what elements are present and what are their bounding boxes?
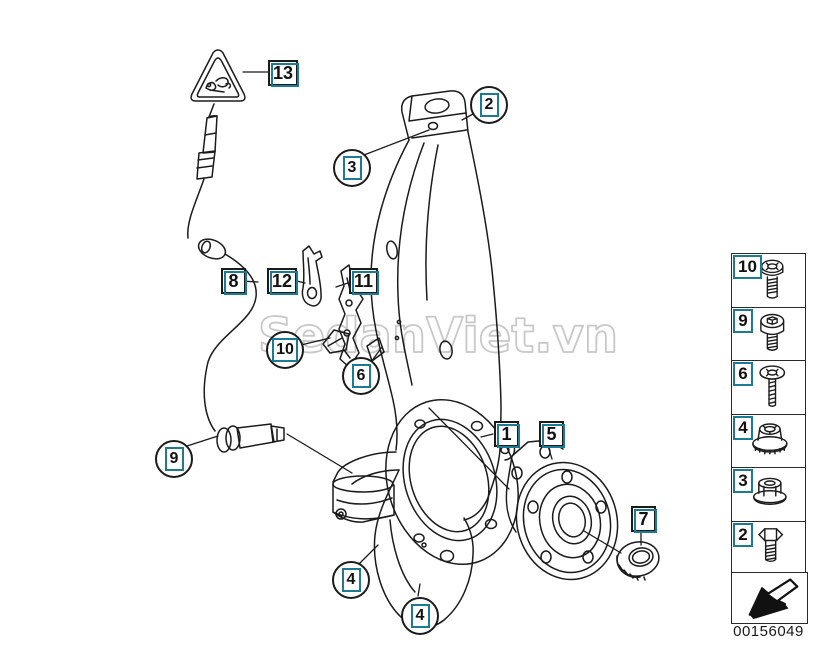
callout-4-lower[interactable]: 4 [401,597,439,635]
callout-6[interactable]: 6 [342,357,380,395]
callout-8[interactable]: 8 [221,268,247,295]
part-number: 00156049 [733,623,804,640]
legend-item-2[interactable]: 2 [731,520,806,576]
legend-item-6[interactable]: 6 [731,360,806,415]
callout-12[interactable]: 12 [267,268,299,295]
callout-5[interactable]: 5 [539,421,565,448]
clip-art [322,329,385,362]
callout-2[interactable]: 2 [470,86,508,124]
callout-13[interactable]: 13 [268,60,300,87]
callout-4-upper[interactable]: 4 [332,561,370,599]
torx-head-bolt-icon [760,259,784,299]
watermark-text: SedanViet.vn [258,308,618,364]
legend-item-3[interactable]: 3 [731,467,806,522]
legend-item-9[interactable]: 9 [731,306,806,362]
callout-9[interactable]: 9 [155,440,193,478]
holder-bracket-art [301,245,323,307]
leader-lines [186,71,642,597]
hex-socket-bolt-icon [759,313,784,351]
wheel-hub-art [505,439,619,581]
serrated-lock-nut-icon [751,423,788,455]
flange-nut-icon [752,477,787,505]
callout-1[interactable]: 1 [494,421,520,448]
direction-arrow-box[interactable] [731,572,808,624]
callout-11[interactable]: 11 [349,268,380,295]
warning-triangle-symbol [190,49,246,118]
legend-item-4[interactable]: 4 [731,413,806,469]
callout-10[interactable]: 10 [266,331,304,369]
abs-sensor-cable-art [187,115,285,453]
torx-flange-screw-icon [758,364,785,407]
hex-bolt-icon [757,528,783,563]
fastener-legend: 10 9 6 [731,253,806,576]
direction-arrow-icon [748,578,798,620]
legend-item-10[interactable]: 10 [731,253,806,308]
callout-3[interactable]: 3 [333,149,371,187]
collar-nut-art [616,541,660,581]
callout-7[interactable]: 7 [631,506,657,533]
